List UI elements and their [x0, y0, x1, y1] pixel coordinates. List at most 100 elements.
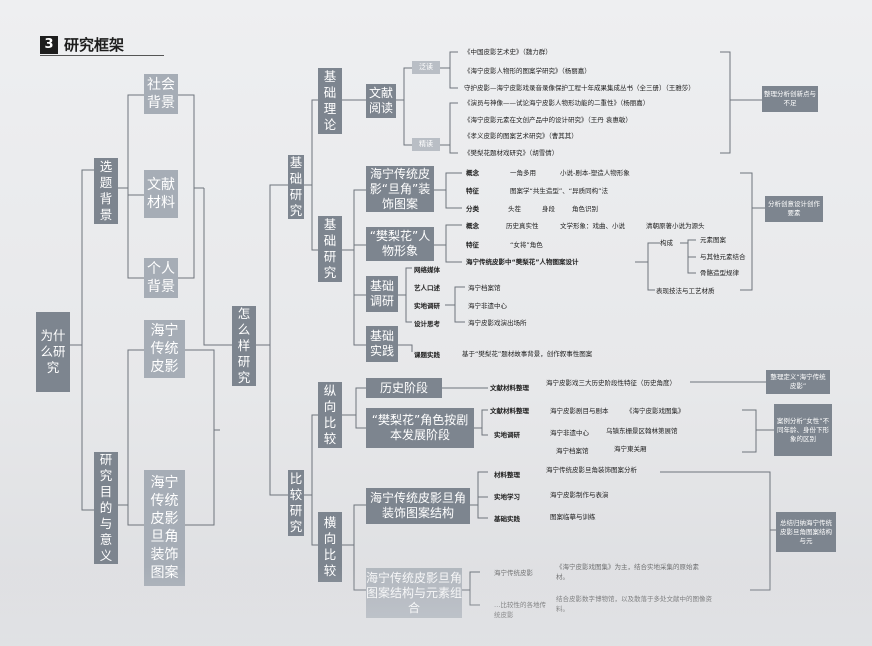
how-left	[203, 188, 232, 346]
basic-theory-box: 基础理论	[318, 68, 342, 134]
select-background-box: 选题背景	[94, 158, 118, 224]
horizontal-bracket	[342, 504, 366, 591]
fanstage-field-3: 海宁档案馆	[556, 447, 589, 455]
dan-concept-v2: 小说-剧本-塑造人物形象	[560, 169, 630, 177]
research-inner-bracket	[342, 189, 366, 346]
dan-struct-mat-label: 材料整理	[494, 471, 520, 479]
dan-struct-right-bracket	[660, 471, 776, 591]
dan-classify-1: 头茬	[508, 205, 521, 213]
right-box-creative: 分析创意设计创作要素	[765, 196, 823, 222]
history-lit-label: 文献材料整理	[490, 384, 529, 392]
horizontal-compare-box: 横向比较	[318, 512, 342, 582]
right-box-define: 整理定义“海宁传统皮影”	[766, 370, 830, 394]
fan-compose-label: 构成	[660, 239, 673, 247]
fanlihua-stage-box: “樊梨花”角色按剧本发展阶段	[366, 408, 474, 448]
combine-r2a: …比较性的各地传统皮影	[494, 601, 546, 619]
survey-field-bracket	[445, 286, 465, 323]
dan-concept-v1: 一角多用	[510, 169, 536, 177]
survey-theater: 海宁皮影戏演出场所	[468, 319, 527, 327]
dan-bracket	[434, 172, 462, 209]
history-lit-value: 海宁皮影戏三大历史阶段性特征（历史角度）	[546, 379, 676, 387]
section-number: 3	[40, 35, 58, 54]
dan-right-bracket	[740, 172, 765, 291]
book-7: 《樊梨花题材戏研究》（胡雪倩）	[464, 149, 559, 157]
reading-bracket	[396, 67, 412, 146]
dan-struct-prac-label: 基础实践	[494, 515, 520, 523]
dan-struct-mat-value: 海宁传统皮影旦角装饰图案分析	[546, 466, 637, 474]
dan-combine-box: 海宁传统皮影旦角图案结构与元素组合	[366, 568, 462, 618]
books-right-bracket	[720, 51, 762, 154]
survey-archive: 海宁档案馆	[468, 284, 501, 292]
book-5: 《海宁皮影元素在文创产品中的设计研究》（王丹 袁惠敏）	[464, 116, 632, 124]
book-2: 《海宁皮影人物形的图案学研究》（杨丽嘉）	[464, 67, 591, 75]
fan-element-2: 与其他元素结合	[700, 253, 746, 261]
dan-struct-bracket	[470, 471, 488, 519]
dan-feature-value: 图案学“共生造型”、“异质同构”法	[510, 187, 608, 195]
how-box: 怎么样研究	[232, 306, 256, 386]
fanstage-field-label: 实地调研	[494, 431, 520, 439]
book-3: 守护皮影—海宁皮影戏录音录像保护工程十年成果集成丛书（全三册）（王雅莎）	[464, 84, 695, 92]
practice-label: 课题实践	[414, 351, 440, 359]
dan-classify-3: 角色识别	[572, 205, 598, 213]
fan-concept-3: 清朝原著小说为源头	[646, 222, 705, 230]
combine-r1b: 《海宁皮影戏图集》为主，结合实地采集的原始素材。	[556, 563, 699, 581]
dan-struct-field-label: 实地学习	[494, 493, 520, 501]
survey-field: 实地调研	[414, 302, 440, 310]
vertical-bracket	[342, 387, 366, 429]
book-6: 《孝义皮影的图案艺术研究》（曹其其）	[464, 132, 578, 140]
fan-concept-2: 文学形象：戏曲、小说	[560, 222, 625, 230]
fanstage-field-1: 海宁非遗中心	[550, 429, 589, 437]
bg-right-bracket	[178, 94, 204, 279]
fan-concept-1: 历史真实性	[506, 222, 539, 230]
haining-shadow-box: 海宁传统皮影	[144, 320, 185, 378]
purpose-right-bracket	[185, 349, 220, 526]
right-box-innovation: 整理分析创新点与不足	[762, 86, 818, 112]
literature-material-box: 文献材料	[144, 170, 178, 218]
tag-intensive: 精读	[412, 138, 440, 151]
fan-design-label: 海宁传统皮影中“樊梨花”人物图案设计	[466, 258, 579, 266]
dan-classify-label: 分类	[466, 205, 479, 213]
fan-bracket	[434, 224, 462, 263]
purpose-box: 研究目的与意义	[94, 452, 118, 564]
literature-reading-box: 文献阅读	[366, 84, 396, 118]
practice-value: 基于“樊梨花”题材故事背景，创作叙事性图案	[462, 350, 593, 358]
fan-tech: 表现技法与工艺材质	[656, 287, 715, 295]
root-box: 为什么研究	[36, 312, 70, 392]
extensive-bracket	[440, 51, 458, 89]
fan-element-3: 骨骼造型规律	[700, 269, 739, 277]
book-4: 《演员与神像——试论海宁皮影人物形功能的二重性》（杨丽嘉）	[464, 99, 650, 107]
survey-artist: 艺人口述	[414, 284, 440, 292]
basic-study-box: 基础研究	[288, 155, 304, 219]
dan-feature-label: 特征	[466, 187, 479, 195]
fanstage-lit-1: 海宁皮影剧目与剧本	[550, 407, 609, 415]
survey-bracket	[398, 267, 412, 323]
compare-bracket	[304, 414, 318, 546]
dan-pattern-box: 海宁传统皮影“旦角”装饰图案	[366, 166, 434, 212]
survey-media: 网络媒体	[414, 266, 440, 274]
intensive-bracket	[440, 102, 458, 154]
compare-study-box: 比较研究	[288, 470, 304, 536]
tag-extensive: 泛读	[412, 61, 440, 74]
dan-classify-2: 身段	[542, 205, 555, 213]
dan-concept-label: 概念	[466, 169, 479, 177]
right-box-female-case: 案例分析“女性”不同年龄、身份下形象的区别	[774, 404, 832, 456]
personal-background-box: 个人背景	[144, 258, 178, 298]
fan-concept-label: 概念	[466, 222, 479, 230]
fanstage-bracket	[474, 409, 488, 436]
fan-feature-label: 特征	[466, 241, 479, 249]
basic-bracket	[304, 99, 318, 251]
history-stage-box: 历史阶段	[366, 378, 442, 398]
basic-practice-box: 基础实践	[366, 326, 398, 362]
dan-structure-box: 海宁传统皮影旦角装饰图案结构	[366, 488, 470, 524]
combine-r2b: 结合皮影数字博物馆，以及散落于多处文献中的图像资料。	[556, 595, 712, 613]
fanstage-field-4: 海宁東关厢	[614, 445, 647, 453]
fan-element-1: 元素图案	[700, 236, 726, 244]
fanstage-lit-label: 文献材料整理	[490, 407, 529, 415]
dan-struct-field-value: 海宁皮影制作与表演	[550, 491, 609, 499]
root-bracket	[70, 169, 94, 511]
fanstage-field-2: 乌镇东栅景区翰林第展馆	[606, 427, 678, 435]
vertical-compare-box: 纵向比较	[318, 382, 342, 448]
survey-center: 海宁非遗中心	[468, 302, 507, 310]
